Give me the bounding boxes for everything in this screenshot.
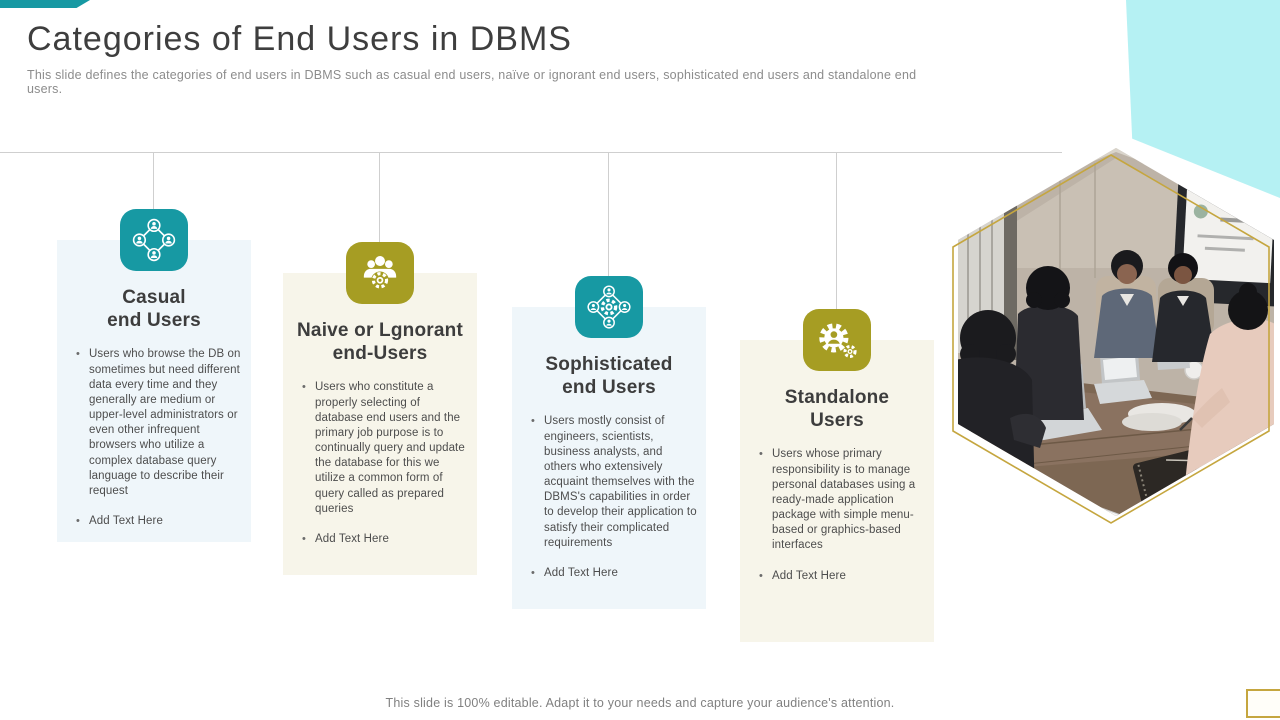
card-title: Naive or Lgnorant end-Users	[297, 320, 463, 365]
connector-line	[153, 152, 154, 209]
bullet-item: Users whose primary responsibility is to…	[750, 447, 928, 553]
bullet-item-add-text[interactable]: Add Text Here	[293, 532, 471, 547]
bullet-item: Users mostly consist of engineers, scien…	[522, 414, 700, 551]
bullet-item-add-text[interactable]: Add Text Here	[750, 569, 928, 584]
users-network-icon	[120, 209, 188, 271]
card-casual-end-users: Casual end Users Users who browse the DB…	[57, 209, 251, 542]
card-title: Standalone Users	[784, 387, 890, 432]
footer-note: This slide is 100% editable. Adapt it to…	[385, 696, 895, 710]
connector-line	[379, 152, 380, 242]
connector-line	[608, 152, 609, 276]
page-title: Categories of End Users in DBMS	[27, 20, 572, 58]
bullet-item: Users who constitute a properly selectin…	[293, 380, 471, 517]
bullet-item: Users who browse the DB on sometimes but…	[67, 347, 245, 499]
card-naive-ignorant-end-users: Naive or Lgnorant end-Users Users who co…	[283, 242, 477, 575]
card-standalone-users: Standalone Users Users whose primary res…	[740, 309, 934, 642]
top-accent-bar	[0, 0, 90, 8]
page-subtitle: This slide defines the categories of end…	[27, 68, 917, 96]
card-sophisticated-end-users: Sophisticated end Users Users mostly con…	[512, 276, 706, 609]
user-gear-icon	[803, 309, 871, 371]
team-gear-icon	[346, 242, 414, 304]
hexagon-gold-outline	[952, 154, 1270, 524]
connector-line	[836, 152, 837, 309]
bullet-item-add-text[interactable]: Add Text Here	[522, 566, 700, 581]
gear-network-icon	[575, 276, 643, 338]
bullet-item-add-text[interactable]: Add Text Here	[67, 514, 245, 529]
conference-meeting-photo	[952, 148, 1274, 524]
card-title: Casual end Users	[107, 287, 201, 332]
card-title: Sophisticated end Users	[545, 354, 673, 399]
corner-gold-rectangle	[1246, 689, 1280, 718]
connector-horizontal-line	[0, 152, 1062, 153]
